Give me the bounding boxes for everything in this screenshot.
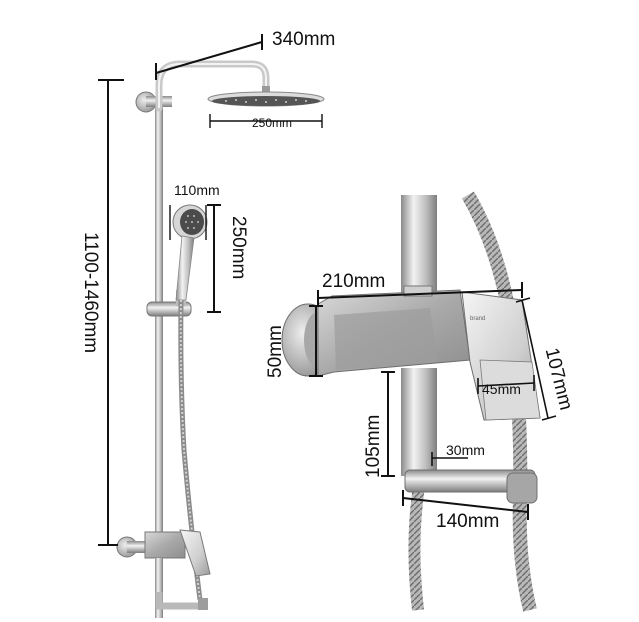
mixer-closeup-illustration: brand	[281, 191, 557, 612]
shower-set-illustration	[98, 34, 325, 618]
dim-spout-reach-label: 140mm	[436, 511, 500, 532]
svg-text:brand: brand	[470, 316, 485, 322]
dim-lines-right	[309, 282, 557, 520]
dim-mixer-height-label: 50mm	[265, 325, 286, 378]
dim-lever-width-label: 45mm	[482, 381, 521, 397]
dim-hand-width-label: 110mm	[174, 182, 220, 198]
dim-lines-left	[98, 34, 323, 546]
dim-mixer-width-label: 210mm	[322, 271, 386, 292]
dim-hand-length-label: 250mm	[228, 216, 249, 280]
dim-spout-drop-label: 105mm	[363, 414, 384, 478]
dim-head-diameter-label: 250mm	[252, 116, 293, 130]
dim-arm-width-label: 340mm	[272, 29, 336, 50]
dim-total-height-label: 1100-1460mm	[80, 232, 101, 354]
dim-spout-diameter-label: 30mm	[446, 442, 485, 458]
